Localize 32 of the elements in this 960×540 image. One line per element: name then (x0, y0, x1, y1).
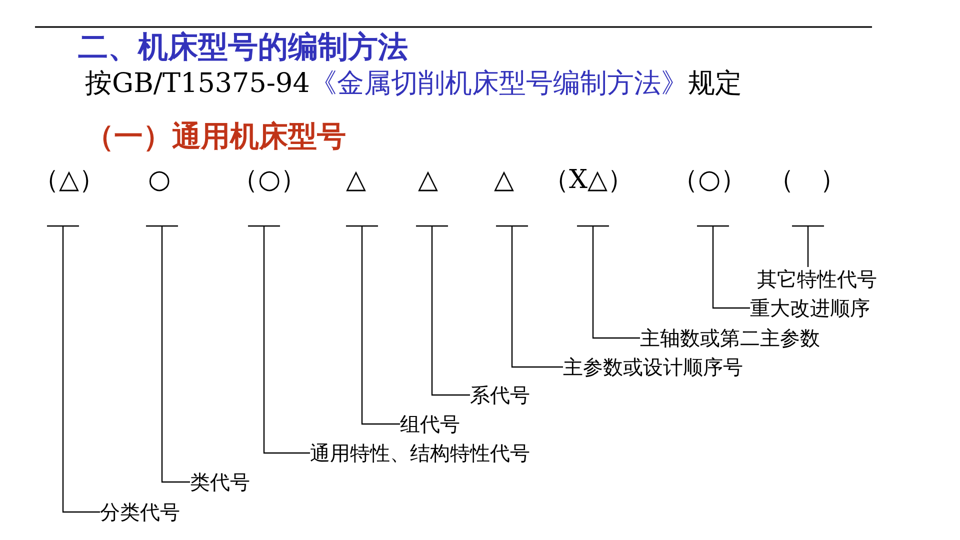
standard-title: 《金属切削机床型号编制方法》 (310, 68, 688, 99)
note-text: 规定 (688, 68, 742, 99)
field-label: 重大改进顺序 (750, 296, 870, 320)
code-symbol: △ (346, 165, 366, 195)
code-symbol: △ (418, 165, 438, 195)
code-symbol: （△） (33, 165, 105, 195)
code-symbol: （○） (672, 165, 747, 195)
leader-line (415, 225, 471, 396)
code-symbol: △ (494, 165, 514, 195)
field-label: 分类代号 (100, 500, 180, 524)
leader-line (345, 225, 401, 425)
leader-line (247, 225, 311, 454)
title: 二、机床型号的编制方法 (78, 29, 408, 67)
leader-line (791, 225, 825, 268)
field-label: 通用特性、结构特性代号 (310, 441, 530, 465)
standard-number: 按GB/T15375-94 (85, 68, 310, 99)
code-symbol: （ ） (768, 165, 846, 195)
code-symbol: ○ (148, 165, 171, 195)
code-symbol: （○） (232, 165, 307, 195)
field-label: 主轴数或第二主参数 (640, 326, 820, 350)
field-label: 类代号 (190, 470, 250, 494)
leader-line (46, 225, 101, 513)
code-symbol: （X△） (543, 165, 634, 195)
field-label: 系代号 (470, 383, 530, 407)
section-heading: （一）通用机床型号 (85, 118, 346, 155)
field-label: 其它特性代号 (757, 267, 877, 291)
field-label: 主参数或设计顺序号 (563, 355, 743, 379)
leader-line (495, 225, 564, 368)
leader-line (145, 225, 191, 483)
leader-line (576, 225, 641, 339)
leader-line (696, 225, 751, 309)
field-label: 组代号 (400, 412, 460, 436)
